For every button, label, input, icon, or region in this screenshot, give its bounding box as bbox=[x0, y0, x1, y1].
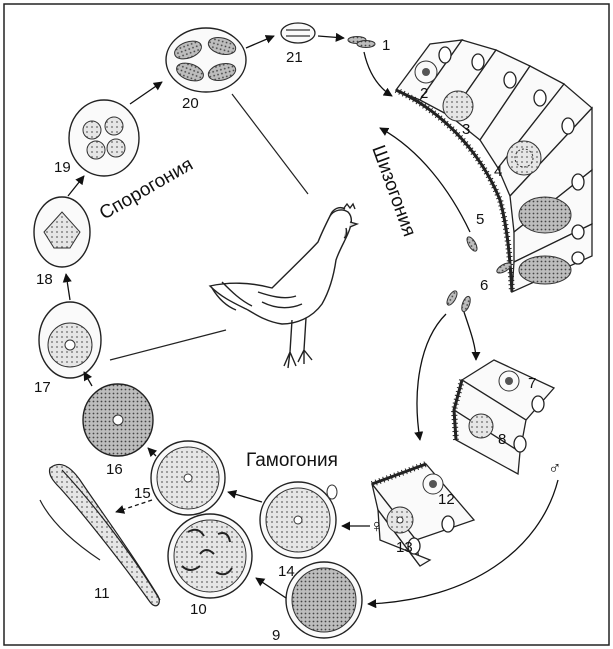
stage-5-mature-schizont bbox=[519, 197, 571, 233]
stage-label-12: 12 bbox=[438, 491, 455, 508]
stage-16-young-oocyst bbox=[83, 384, 153, 456]
stage-label-3: 3 bbox=[462, 121, 470, 138]
stage-label-9: 9 bbox=[272, 627, 280, 644]
schizogony-label: Шизогония bbox=[367, 143, 419, 240]
intestinal-epithelium-lower bbox=[372, 464, 474, 566]
stage-label-1: 1 bbox=[382, 37, 390, 54]
female-symbol: ♀ bbox=[370, 516, 384, 536]
stage-20-sporulated-oocyst bbox=[166, 28, 246, 92]
stage-1-sporozoites bbox=[348, 37, 375, 48]
stage-label-8: 8 bbox=[498, 431, 506, 448]
stage-label-16: 16 bbox=[106, 461, 123, 478]
chicken-icon bbox=[210, 204, 357, 368]
stage-10-gamont-with-microgametes bbox=[168, 514, 252, 598]
stage-15-zygote bbox=[151, 441, 225, 515]
stage-label-2: 2 bbox=[420, 85, 428, 102]
stage-label-20: 20 bbox=[182, 95, 199, 112]
stage-label-7: 7 bbox=[528, 375, 536, 392]
stage-4-schizont bbox=[507, 141, 541, 175]
stage-label-13: 13 bbox=[396, 539, 413, 556]
stage-label-6: 6 bbox=[480, 277, 488, 294]
stage-3-young-schizont bbox=[443, 91, 473, 121]
stage-17-unsporulated-oocyst bbox=[39, 302, 101, 378]
gametogony-label: Гамогония bbox=[246, 450, 338, 471]
stage-2-trophozoite bbox=[415, 61, 437, 83]
free-merozoites bbox=[445, 289, 472, 312]
stage-9-gamont bbox=[286, 562, 362, 638]
male-symbol: ♂ bbox=[548, 458, 562, 478]
stage-label-11: 11 bbox=[94, 585, 110, 602]
stage-18-sporoblast-oocyst bbox=[34, 197, 90, 267]
stage-13-macrogametocyte bbox=[387, 507, 413, 533]
stage-label-18: 18 bbox=[36, 271, 53, 288]
stage-label-14: 14 bbox=[278, 563, 295, 580]
stage-label-15: 15 bbox=[134, 485, 151, 502]
stage-7-microgametocyte-young bbox=[499, 371, 519, 391]
stage-label-5: 5 bbox=[476, 211, 484, 228]
stage-label-10: 10 bbox=[190, 601, 207, 618]
stage-21-sporocyst bbox=[281, 23, 315, 43]
host-link-line bbox=[232, 94, 308, 194]
stage-label-17: 17 bbox=[34, 379, 51, 396]
stage-19-four-sporoblasts bbox=[69, 100, 139, 176]
stage-8-microgametocyte bbox=[469, 414, 493, 438]
stage-label-4: 4 bbox=[494, 163, 502, 180]
stage-label-21: 21 bbox=[286, 49, 303, 66]
host-link-line bbox=[110, 330, 226, 360]
stage-label-19: 19 bbox=[54, 159, 71, 176]
stage-14-fertilized-macrogamete bbox=[260, 482, 337, 558]
